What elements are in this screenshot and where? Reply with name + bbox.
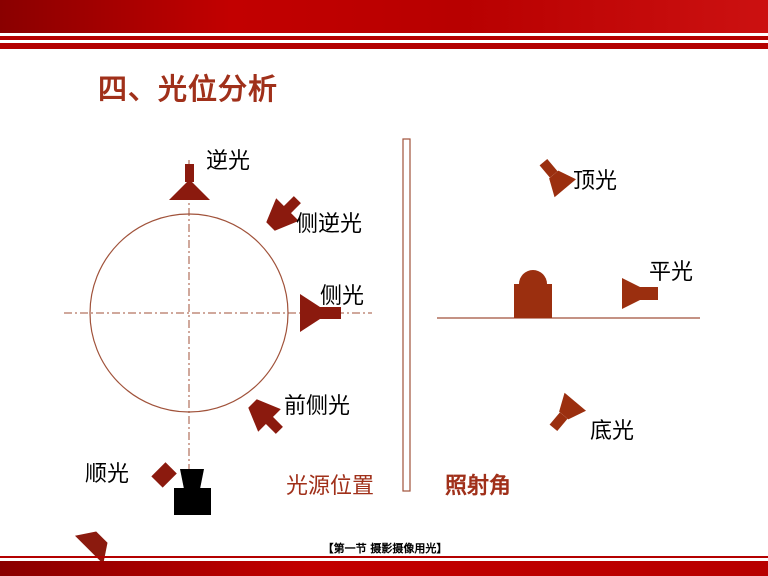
right-panel-caption: 照射角	[445, 474, 512, 499]
panel-divider	[402, 138, 411, 492]
slide-footer: 【第一节 摄影摄像用光】	[322, 542, 448, 555]
side-back-light-lamp-icon	[266, 196, 301, 231]
bottom-light-label: 底光	[590, 419, 635, 444]
back-light-lamp-icon	[169, 164, 210, 200]
footer-rule	[0, 556, 768, 558]
header-rule-thick	[0, 43, 768, 49]
header-rule	[0, 36, 768, 40]
side-light-lamp-icon	[300, 294, 341, 332]
flat-light-lamp-icon	[622, 278, 658, 309]
side-back-light-label: 侧逆光	[296, 212, 363, 237]
front-side-light-lamp-icon	[248, 399, 283, 434]
footer-band	[0, 561, 768, 576]
front-light-label: 顺光	[85, 462, 130, 487]
subject-icon	[514, 270, 552, 318]
back-light-label: 逆光	[206, 149, 251, 174]
bottom-light-lamp-icon	[549, 392, 587, 432]
top-light-label: 顶光	[573, 169, 618, 194]
flat-light-label: 平光	[649, 260, 694, 285]
front-side-light-label: 前侧光	[284, 394, 351, 419]
camera-icon	[174, 469, 211, 515]
header-band	[0, 0, 768, 33]
side-light-label: 侧光	[320, 284, 365, 309]
top-light-lamp-icon	[539, 158, 577, 198]
front-light-lamp-icon	[74, 462, 177, 565]
slide-title: 四、光位分析	[98, 72, 279, 106]
left-panel-caption: 光源位置	[286, 474, 375, 499]
